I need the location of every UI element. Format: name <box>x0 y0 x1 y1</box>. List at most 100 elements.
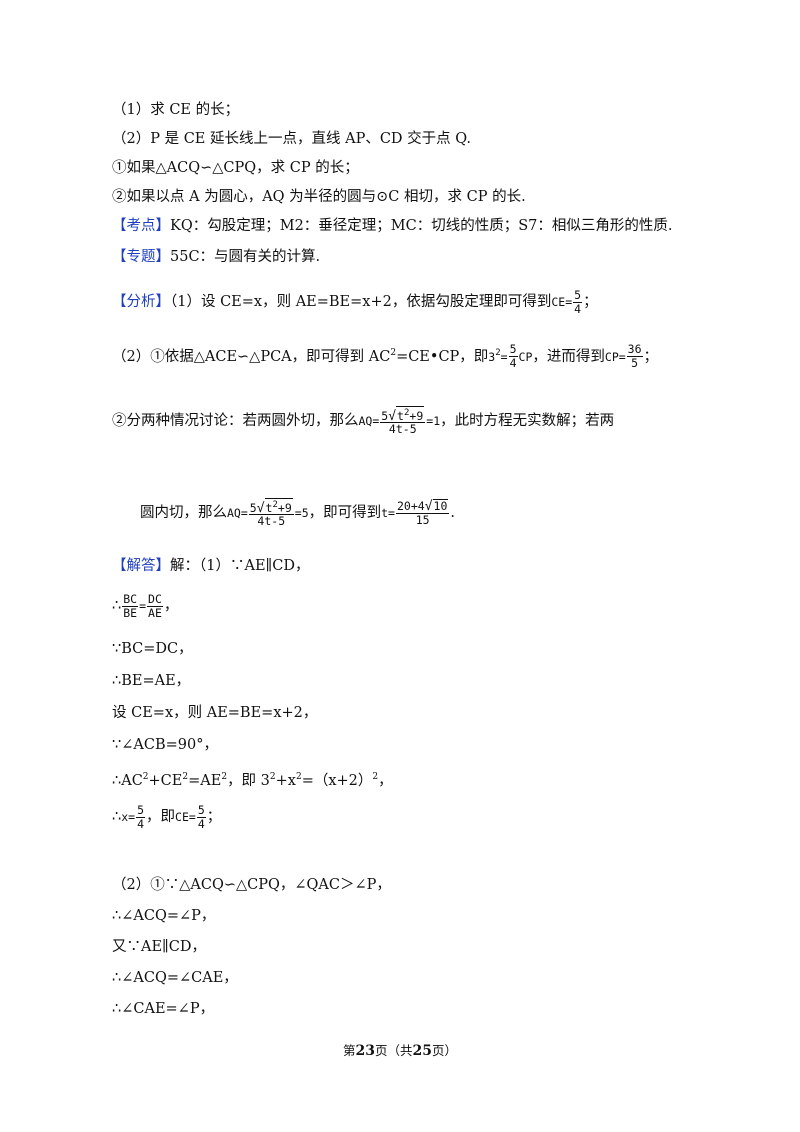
jieda-7e: +x <box>275 772 296 789</box>
fenxi-frac-3-den: 5 <box>631 356 639 371</box>
fenxi-t-lhs: t= <box>381 506 395 520</box>
jieda-7b: +CE <box>148 772 183 789</box>
footer-pre: 第 <box>342 1043 356 1058</box>
fenxi-text-4b: ，即可得到 <box>308 505 382 521</box>
fenxi-rhs-2: =5 <box>294 506 309 520</box>
jieda-frac-4-num: 5 <box>196 802 206 818</box>
fenxi-frac-2-num: 5 <box>508 342 518 358</box>
jieda-eq-2: = <box>139 599 147 613</box>
question-2a: ①如果△ACQ∽△CPQ，求 CP 的长； <box>112 160 359 176</box>
fenxi-cp-lhs: CP= <box>604 349 626 364</box>
fenxi-eq: = <box>500 349 508 364</box>
jieda-7a: ∴AC <box>112 772 143 789</box>
sqrt-sign-3: √ <box>424 499 433 514</box>
kaodian-tag: 【考点】 <box>112 218 170 234</box>
fenxi-line-1: 【分析】（1）设 CE=x，则 AE=BE=x+2，依据勾股定理即可得到CE=5… <box>112 287 598 317</box>
fenxi-text-1: （1）设 CE=x，则 AE=BE=x+2，依据勾股定理即可得到 <box>170 294 552 310</box>
fenxi-rad-tail-1: +9 <box>409 408 424 423</box>
footer-page-number: 23 <box>355 1043 375 1059</box>
fenxi-math-3: 3 <box>488 349 496 364</box>
fenxi-frac-6-den: 15 <box>415 513 430 527</box>
fenxi-cp: CP <box>518 349 533 364</box>
fenxi-frac-2-den: 4 <box>509 356 517 371</box>
jieda-frac-1-num: BC <box>122 591 139 607</box>
fenxi-frac-4-coef: 5 <box>381 408 389 423</box>
jieda-7s4: 2 <box>269 772 276 782</box>
jieda-frac-2-den: AE <box>148 605 162 620</box>
fenxi-frac-4-num: 5√t2+9 <box>380 405 426 424</box>
jieda-therefore-2: ∴ <box>112 598 122 614</box>
kaodian-text: KQ：勾股定理；M2：垂径定理；MC：切线的性质；S7：相似三角形的性质. <box>170 218 673 234</box>
question-2: （2）P 是 CE 延长线上一点，直线 AP、CD 交于点 Q. <box>112 131 472 147</box>
sqrt-sign-1: √ <box>388 408 397 424</box>
fenxi-frac-3-num: 36 <box>626 342 643 358</box>
jieda-line-10: ∴∠ACQ=∠P， <box>112 908 216 924</box>
footer-mid: 页（共 <box>374 1043 413 1058</box>
jieda-end-2: ， <box>163 598 179 614</box>
fenxi-text-3b: ，此时方程无实数解；若两 <box>440 413 615 429</box>
jieda-line-3: ∵BC=DC， <box>112 641 193 657</box>
fenxi-ce-lhs: CE= <box>551 295 573 309</box>
jieda-line-7: ∴AC2+CE2=AE2，即 32+x2=（x+2）2， <box>112 767 393 791</box>
jieda-7s5: 2 <box>295 772 302 782</box>
page-footer: 第23页（共25页） <box>0 1040 800 1059</box>
fenxi-frac-6-num: 20+4√10 <box>395 499 450 514</box>
fenxi-rad-1: t <box>397 408 404 423</box>
jieda-line-12: ∴∠ACQ=∠CAE， <box>112 970 238 986</box>
jieda-7s3: 2 <box>221 772 228 782</box>
jieda-line-9: （2）①∵△ACQ∽△CPQ，∠QAC＞∠P， <box>112 877 391 893</box>
sqrt-sign-2: √ <box>256 500 265 516</box>
jieda-7f: =（x+2） <box>301 772 373 789</box>
jieda-7d: ，即 3 <box>227 772 270 789</box>
jieda-frac-3-num: 5 <box>136 802 146 818</box>
fenxi-sup-2b: 2 <box>495 348 501 358</box>
jieda-line-1: 【解答】解：（1）∵AE∥CD， <box>112 556 309 576</box>
jieda-line-5: 设 CE=x，则 AE=BE=x+2， <box>112 705 318 721</box>
jieda-frac-4-den: 4 <box>197 816 205 831</box>
zhuanti-tag: 【专题】 <box>112 249 170 265</box>
question-1: （1）求 CE 的长； <box>112 102 240 118</box>
fenxi-frac-5-num: 5√t2+9 <box>248 497 294 516</box>
kaodian-line: 【考点】KQ：勾股定理；M2：垂径定理；MC：切线的性质；S7：相似三角形的性质… <box>112 216 673 236</box>
fenxi-aq-lhs-1: AQ= <box>358 414 380 428</box>
fenxi-sqrt-1: t2+9 <box>396 405 425 423</box>
fenxi-sqrt-3: 10 <box>432 499 449 513</box>
fenxi-rad-2: t <box>265 500 273 515</box>
footer-post: 页） <box>431 1043 457 1058</box>
jieda-line-4: ∴BE=AE， <box>112 673 191 689</box>
footer-total-pages: 25 <box>412 1043 432 1059</box>
fenxi-text-2b: =CE•CP，即 <box>396 348 489 365</box>
fenxi-rad-sup-1: 2 <box>403 407 410 418</box>
jieda-7c: =AE <box>188 772 222 789</box>
jieda-7s2: 2 <box>182 772 189 782</box>
jieda-line-6: ∵∠ACB=90°， <box>112 737 218 753</box>
fenxi-frac-5-coef: 5 <box>249 500 257 515</box>
jieda-frac-2-num: DC <box>147 591 163 607</box>
jieda-7s6: 2 <box>372 772 379 782</box>
fenxi-frac-4-den: 4t-5 <box>388 422 417 437</box>
jieda-line-13: ∴∠CAE=∠P， <box>112 1001 215 1017</box>
jieda-therefore-8: ∴ <box>112 809 122 825</box>
jieda-x-lhs: x= <box>121 810 136 824</box>
fenxi-rhs-1: =1 <box>426 414 441 428</box>
jieda-frac-1-den: BE <box>123 605 138 620</box>
fenxi-frac-5-den: 4t-5 <box>257 514 286 529</box>
fenxi-end-1: ； <box>583 294 598 310</box>
fenxi-text-2c: ，进而得到 <box>532 348 605 365</box>
jieda-end-8: ； <box>206 809 222 825</box>
jieda-mid-8: ，即 <box>146 809 176 825</box>
jieda-tag: 【解答】 <box>112 558 170 574</box>
fenxi-sup-2: 2 <box>390 348 397 358</box>
fenxi-text-3a: ②分两种情况讨论：若两圆外切，那么 <box>112 413 359 429</box>
fenxi-tag: 【分析】 <box>112 294 170 310</box>
jieda-line-11: 又∵AE∥CD， <box>112 939 206 955</box>
fenxi-aq-lhs-2: AQ= <box>227 506 248 520</box>
